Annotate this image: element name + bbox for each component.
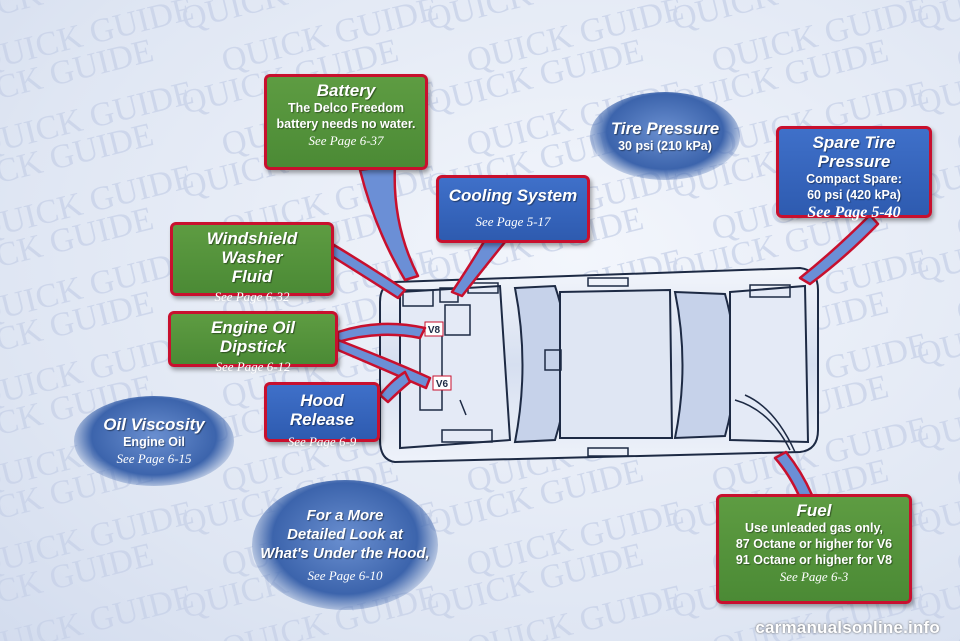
fuel-page-ref: See Page 6-3 xyxy=(779,569,849,584)
engine-marker-v6: V6 xyxy=(432,375,452,391)
under-hood-callout: For a More Detailed Look at What's Under… xyxy=(252,480,438,610)
dipstick-pointer-v8 xyxy=(336,322,427,344)
fuel-line-1: Use unleaded gas only, xyxy=(744,521,883,535)
washer-title-line-1: Windshield Washer xyxy=(206,229,298,267)
tire-pressure-value: 30 psi (210 kPa) xyxy=(618,138,712,153)
fuel-line-2: 87 Octane or higher for V6 xyxy=(735,537,893,551)
hood-release-page-ref: See Page 6-9 xyxy=(287,434,357,449)
v8-label: V8 xyxy=(428,325,441,336)
washer-title-line-2: Fluid xyxy=(231,267,273,286)
spare-tire-title: Spare Tire Pressure xyxy=(812,133,896,171)
battery-pointer xyxy=(358,163,420,282)
cooling-pointer xyxy=(450,238,507,298)
cooling-page-ref: See Page 5-17 xyxy=(475,214,551,229)
washer-pointer xyxy=(328,243,407,300)
tire-pressure-callout: Tire Pressure 30 psi (210 kPa) xyxy=(590,92,740,180)
cooling-title: Cooling System xyxy=(448,186,578,205)
tire-pressure-title: Tire Pressure xyxy=(610,118,720,138)
hood-release-callout: Hood Release See Page 6-9 xyxy=(264,382,380,449)
battery-page-ref: See Page 6-37 xyxy=(308,133,384,148)
spare-tire-line-2: 60 psi (420 kPa) xyxy=(807,188,901,202)
dipstick-callout: Engine Oil Dipstick See Page 6-12 xyxy=(168,311,338,374)
oil-viscosity-callout: Oil Viscosity Engine Oil See Page 6-15 xyxy=(74,396,234,486)
fuel-line-3: 91 Octane or higher for V8 xyxy=(735,553,893,567)
oil-viscosity-page-ref: See Page 6-15 xyxy=(116,451,192,466)
fuel-title: Fuel xyxy=(796,501,832,520)
battery-line-1: The Delco Freedom xyxy=(288,101,404,115)
fuel-pointer xyxy=(773,450,814,500)
spare-tire-line-1: Compact Spare: xyxy=(806,172,902,186)
under-hood-line-3: What's Under the Hood, xyxy=(260,545,430,562)
dipstick-title: Engine Oil Dipstick xyxy=(210,318,296,356)
site-logo: carmanualsonline.info xyxy=(755,618,940,637)
hood-pointer xyxy=(378,370,412,404)
under-hood-line-2: Detailed Look at xyxy=(287,526,403,543)
fuel-callout: Fuel Use unleaded gas only, 87 Octane or… xyxy=(716,494,912,604)
washer-callout: Windshield Washer Fluid See Page 6-32 xyxy=(170,222,334,304)
under-hood-line-1: For a More xyxy=(306,507,384,524)
cooling-callout: Cooling System See Page 5-17 xyxy=(436,175,590,243)
under-hood-page-ref: See Page 6-10 xyxy=(307,568,383,583)
battery-title: Battery xyxy=(316,81,376,100)
spare-tire-callout: Spare Tire Pressure Compact Spare: 60 ps… xyxy=(776,126,932,221)
engine-marker-v8: V8 xyxy=(424,321,444,337)
oil-viscosity-title: Oil Viscosity xyxy=(103,415,205,434)
dipstick-page-ref: See Page 6-12 xyxy=(215,359,291,374)
dipstick-pointer-v6 xyxy=(336,338,432,390)
v6-label: V6 xyxy=(436,379,449,390)
hood-release-title: Hood Release xyxy=(289,391,355,429)
battery-callout: Battery The Delco Freedom battery needs … xyxy=(264,74,428,170)
oil-viscosity-body: Engine Oil xyxy=(123,435,185,449)
battery-line-2: battery needs no water. xyxy=(276,117,416,131)
spare-pointer xyxy=(798,213,880,286)
spare-tire-page-ref: See Page 5-40 xyxy=(807,204,901,221)
washer-page-ref: See Page 6-32 xyxy=(214,289,290,304)
